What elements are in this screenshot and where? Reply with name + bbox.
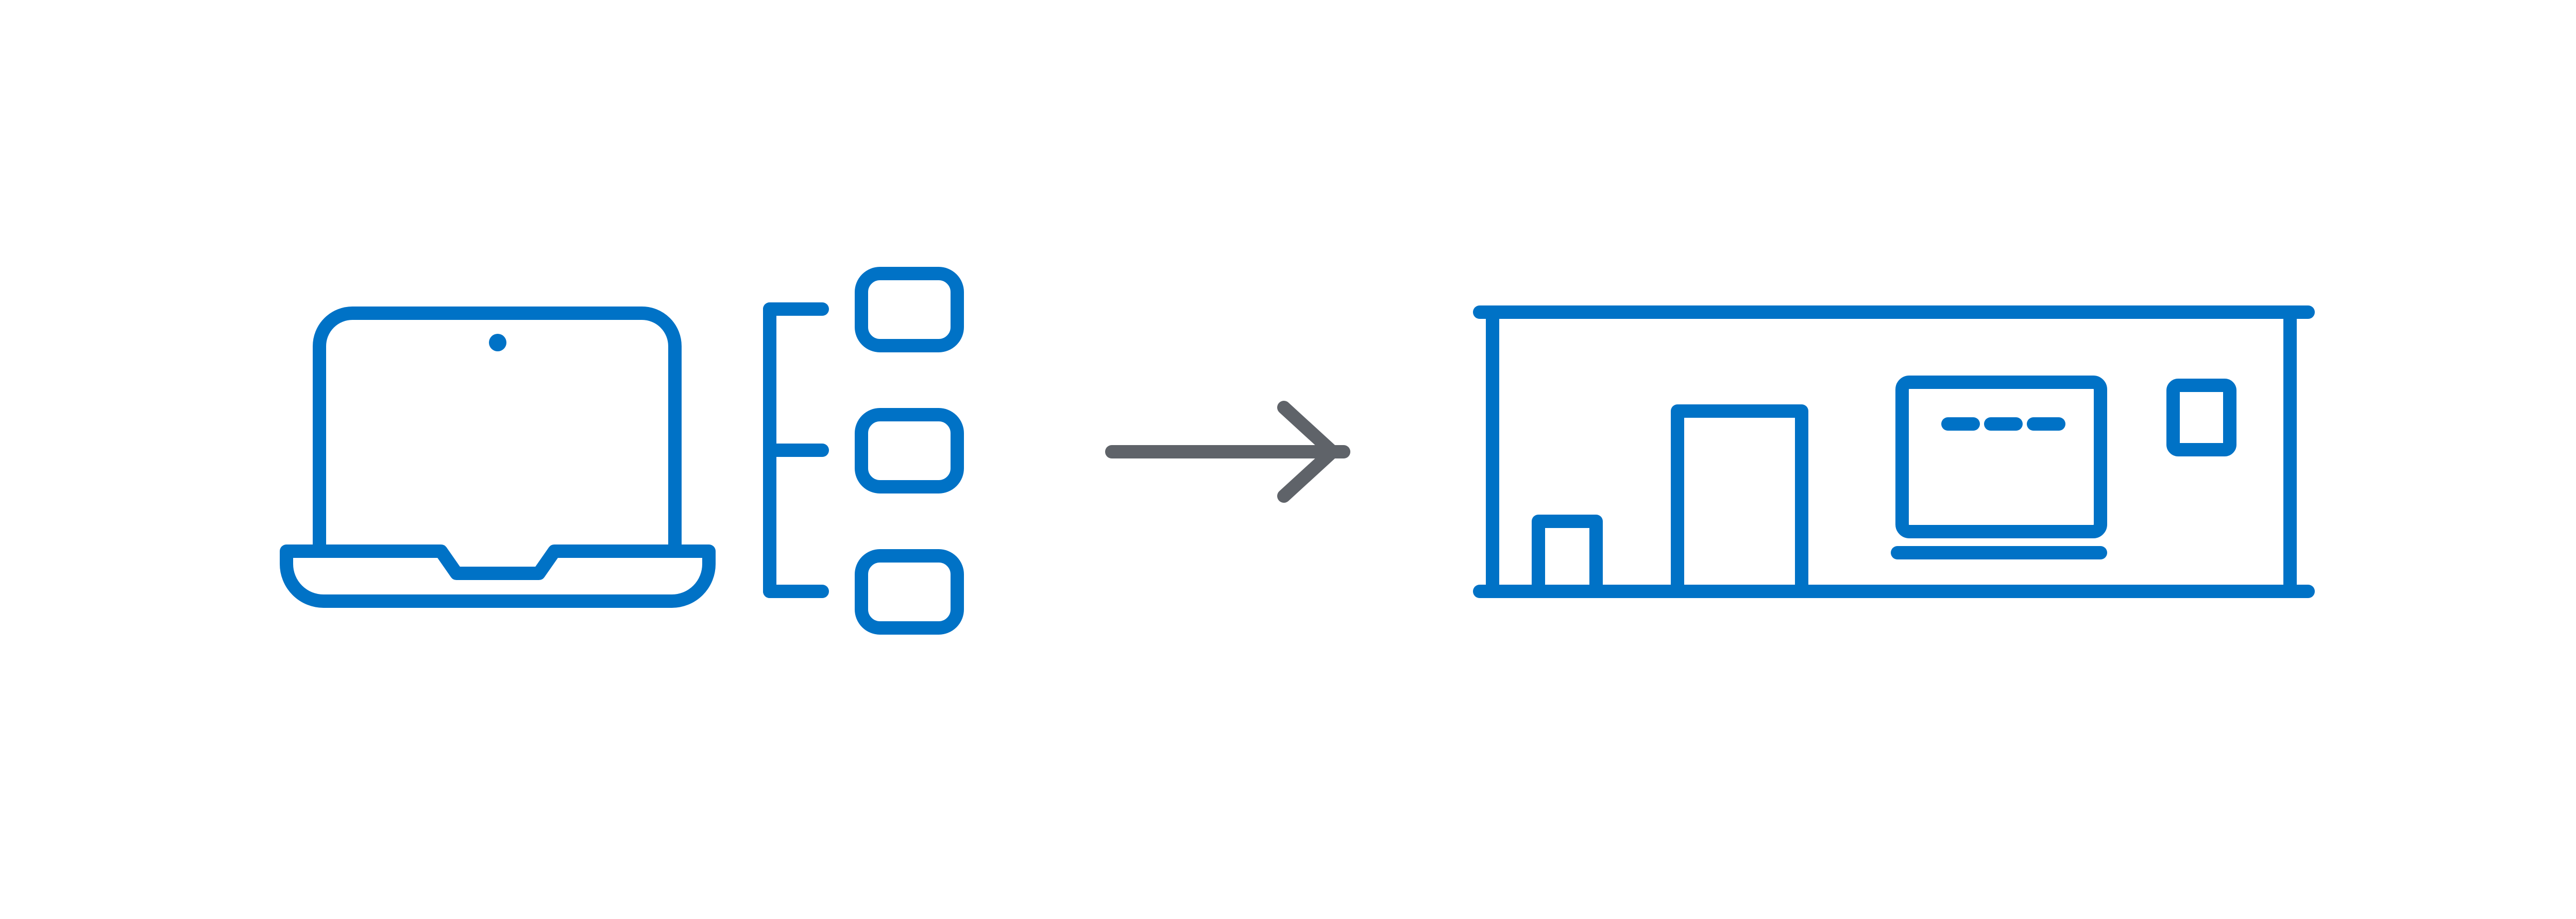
factory-building-icon <box>1473 305 2315 598</box>
tree-node-box-1 <box>855 267 964 352</box>
small-crate-icon <box>1532 515 1603 585</box>
laptop-base-outline <box>280 544 716 608</box>
hierarchy-tree-icon <box>763 267 964 635</box>
control-panel-icon <box>1895 376 2107 538</box>
right-arrow-icon <box>1105 401 1350 503</box>
laptop-screen-outline <box>313 307 682 544</box>
tree-node-box-3 <box>855 549 964 635</box>
laptop-webcam-icon <box>489 334 506 351</box>
arrow-head-chevron <box>1277 401 1343 503</box>
laptop-icon <box>280 307 716 608</box>
tall-crate-icon <box>1671 404 1808 585</box>
tree-node-box-2 <box>855 408 964 493</box>
side-cabinet-icon <box>2166 379 2236 456</box>
